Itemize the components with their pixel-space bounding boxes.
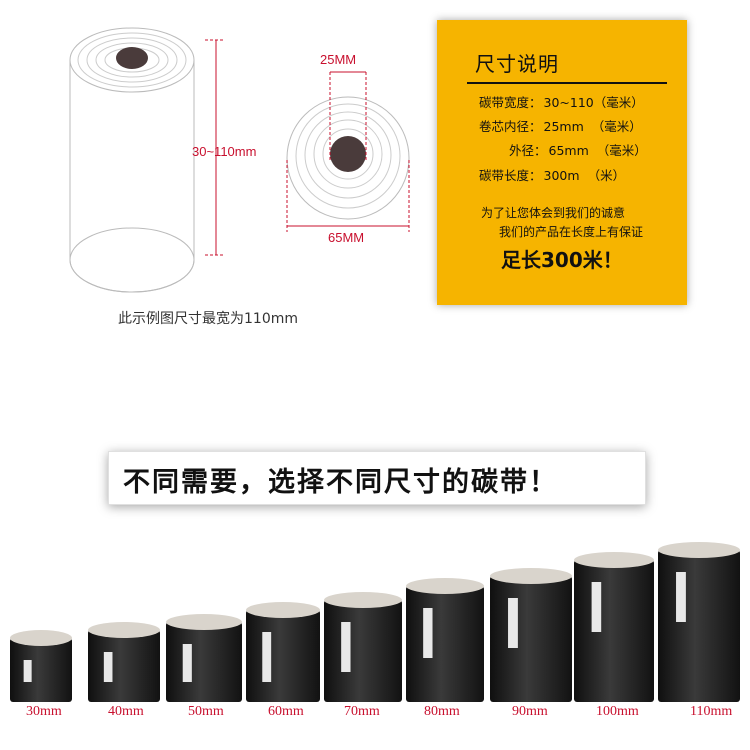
spec-row-core: 卷芯内径：25mm （毫米）	[479, 116, 642, 135]
headline-banner: 不同需要，选择不同尺寸的碳带！	[108, 451, 646, 505]
headline-text: 不同需要，选择不同尺寸的碳带！	[123, 467, 558, 498]
size-label: 90mm	[512, 704, 548, 719]
ribbon-roll	[574, 552, 654, 702]
ribbon-roll	[246, 602, 320, 702]
promo-headline: 足长300米！	[501, 248, 623, 272]
ribbon-roll	[406, 578, 484, 702]
size-label: 40mm	[108, 704, 144, 719]
spec-title-underline	[467, 82, 667, 84]
size-label: 60mm	[268, 704, 304, 719]
ribbon-roll	[88, 622, 160, 702]
size-label: 70mm	[344, 704, 380, 719]
barcode-label-icon	[508, 598, 518, 648]
promo-line-2: 我们的产品在长度上有保证	[499, 225, 644, 239]
spec-row-unit: （米）	[587, 168, 626, 183]
front-core-icon	[330, 136, 366, 172]
spec-row-length: 碳带长度：300m （米）	[479, 165, 625, 184]
spec-row-unit: （毫米）	[596, 143, 647, 158]
promo-line-1: 为了让您体会到我们的诚意	[481, 206, 626, 220]
roll-core-icon	[116, 47, 148, 69]
spec-row-label: 卷芯内径：	[479, 119, 542, 134]
width-dimension-line	[205, 39, 225, 256]
size-label: 110mm	[690, 704, 733, 719]
barcode-label-icon	[23, 660, 32, 682]
spec-row-outer: 外径：65mm （毫米）	[509, 140, 647, 159]
spec-row-label: 外径：	[509, 143, 547, 158]
barcode-label-icon	[341, 622, 351, 672]
spec-row-width: 碳带宽度：30~110（毫米）	[479, 92, 652, 111]
size-label: 80mm	[424, 704, 460, 719]
barcode-label-icon	[262, 632, 272, 682]
spec-row-value: 25mm	[543, 119, 584, 134]
ribbon-roll	[166, 614, 242, 702]
core-dimension-label: 25MM	[320, 52, 357, 67]
spec-card: 尺寸说明 碳带宽度：30~110（毫米） 卷芯内径：25mm （毫米） 外径：65…	[437, 20, 687, 305]
spec-row-value: 65mm	[548, 143, 589, 158]
barcode-label-icon	[103, 652, 113, 682]
ribbon-size-lineup	[10, 542, 740, 702]
spec-title: 尺寸说明	[475, 52, 559, 76]
size-label: 30mm	[26, 704, 62, 719]
barcode-label-icon	[676, 572, 686, 622]
ribbon-roll	[324, 592, 402, 702]
outer-dimension-line	[286, 160, 410, 232]
front-roll-illustration	[286, 96, 410, 220]
diagram-caption: 此示例图尺寸最宽为110mm	[118, 311, 298, 327]
spec-row-unit: （毫米）	[591, 119, 642, 134]
ribbon-roll	[658, 542, 740, 702]
size-label: 100mm	[596, 704, 639, 719]
ribbon-dimension-diagram	[69, 27, 410, 293]
barcode-label-icon	[423, 608, 433, 658]
barcode-label-icon	[591, 582, 602, 632]
spec-row-value: 30~110（毫米）	[543, 95, 644, 110]
size-label: 50mm	[188, 704, 224, 719]
spec-row-value: 300m	[543, 168, 580, 183]
barcode-label-icon	[182, 644, 192, 682]
ribbon-roll	[490, 568, 572, 702]
tall-roll-illustration	[69, 27, 195, 293]
core-dimension-line	[329, 71, 367, 160]
width-dimension-label: 30~110mm	[192, 144, 257, 159]
spec-row-label: 碳带宽度：	[479, 95, 542, 110]
spec-row-label: 碳带长度：	[479, 168, 542, 183]
ribbon-roll	[10, 630, 72, 702]
outer-dimension-label: 65MM	[328, 230, 365, 245]
